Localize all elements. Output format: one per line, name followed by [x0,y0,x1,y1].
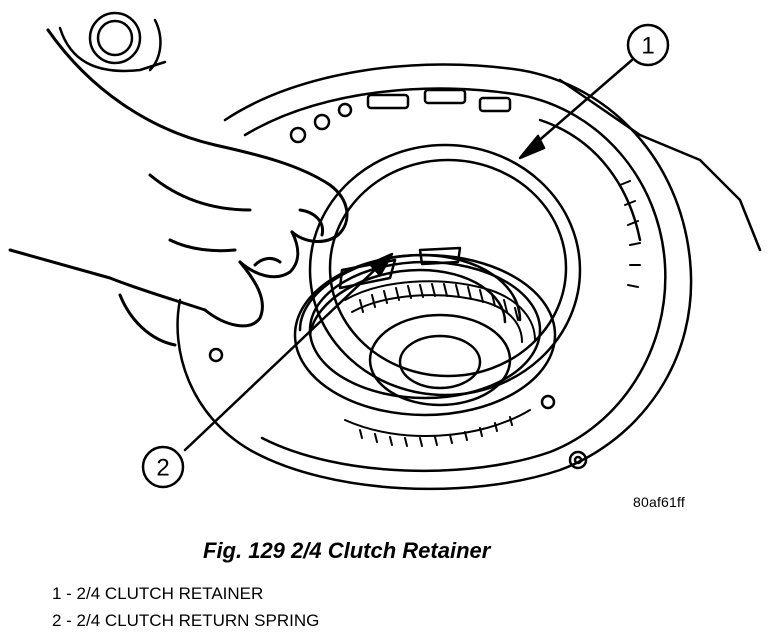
clutch-retainer-rings [293,143,582,417]
case-boss [58,11,167,73]
callout-2: 2 [141,445,185,489]
housing-bolt-holes [208,102,588,470]
figure-legend: 1 - 2/4 CLUTCH RETAINER 2 - 2/4 CLUTCH R… [52,580,319,634]
callout-1: 1 [626,23,670,67]
callout-1-number: 1 [641,33,654,60]
central-hub [368,313,512,407]
technician-hand [8,28,349,347]
callout-2-number: 2 [156,455,169,482]
legend-item-retainer: 1 - 2/4 CLUTCH RETAINER [52,584,264,603]
clutch-retainer-illustration: 1 2 [8,11,762,491]
housing-slots [366,88,512,113]
legend-item-return-spring: 2 - 2/4 CLUTCH RETURN SPRING [52,611,320,630]
figure-caption: Fig. 129 2/4 Clutch Retainer [203,538,491,563]
callout-leaders [183,58,634,452]
gear-teeth [344,180,641,447]
figure-code: 80af61ff [633,494,685,510]
